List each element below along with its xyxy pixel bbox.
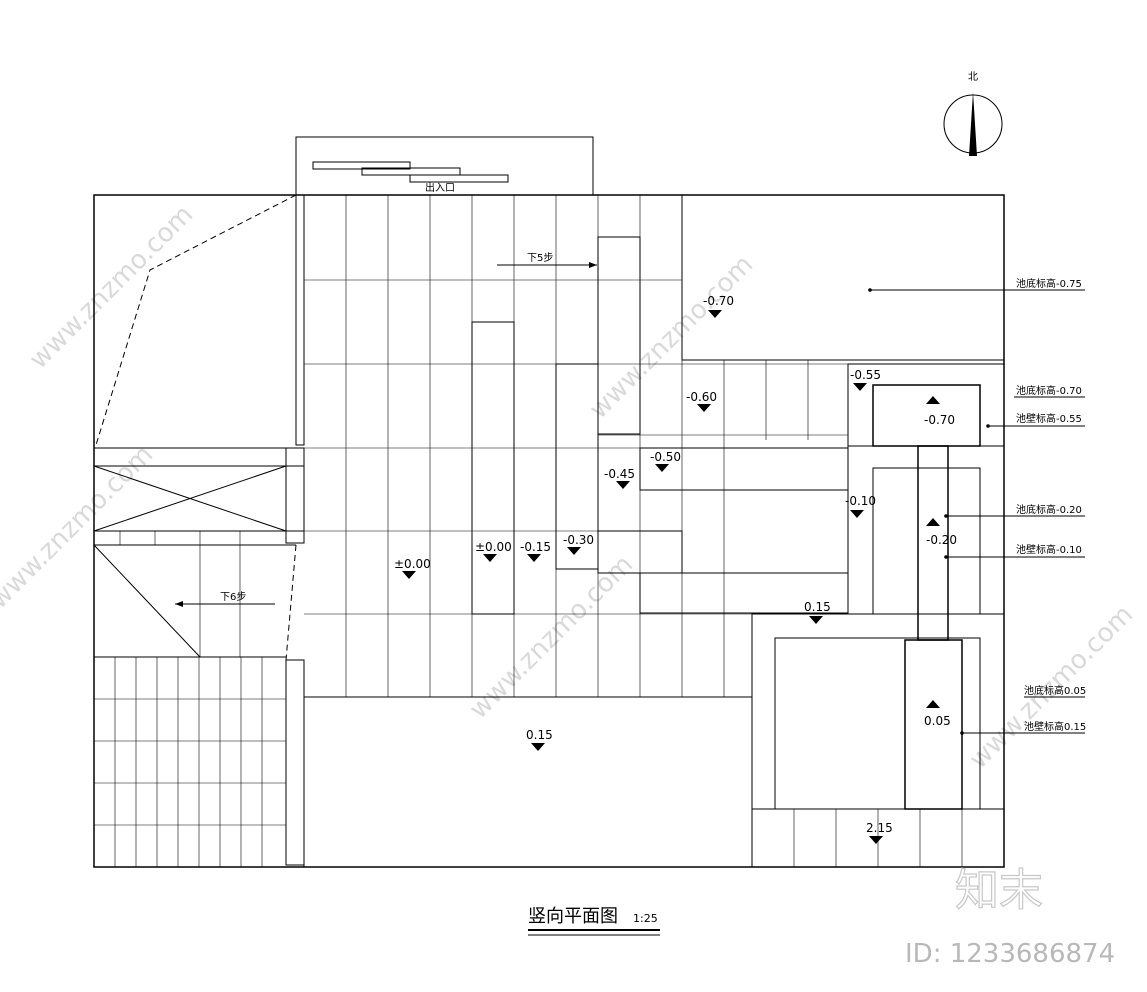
elevation-value: -0.70 [703,294,734,308]
north-arrow: 北 [943,71,1003,156]
wood-strips [471,236,849,615]
elevation-value: -0.70 [924,413,955,427]
annotation-label: 池底标高-0.75 [1016,277,1082,290]
annotation-label: 池壁标高-0.10 [1016,543,1082,556]
title-text: 竖向平面图 [528,906,618,927]
pebble-pool-top [681,194,1005,361]
elevation-value: ±0.00 [394,557,431,571]
elevation-marker: -0.45 [604,467,635,489]
elevation-value: -0.45 [604,467,635,481]
elevation-marker: 0.15 [526,728,553,751]
elevation-marker: -0.50 [650,450,681,472]
elevation-marker: -0.20 [926,518,957,547]
watermark-text: www.znzmo.com [464,550,639,725]
left-block: 下6步 [93,194,305,867]
elevation-marker: 2.15 [866,821,893,844]
annotation-label: 池壁标高-0.55 [1016,412,1082,425]
annotation-leaders: 池底标高-0.75 池底标高-0.70 池壁标高-0.55 池底标高-0.20 … [868,277,1086,735]
elevation-value: ±0.00 [475,540,512,554]
elevation-marker: -0.55 [850,368,881,391]
annotation-label: 池底标高0.05 [1024,684,1086,697]
step-label-left: 下6步 [220,591,246,603]
elevation-value: -0.50 [650,450,681,464]
elevation-marker: -0.60 [686,390,717,412]
elevation-marker: -0.70 [703,294,734,318]
drawing-title: 竖向平面图 1:25 [528,906,660,936]
elevation-marker: 0.15 [804,600,831,624]
elevation-value: -0.55 [850,368,881,382]
annotation-label: 池壁标高0.15 [1024,720,1086,733]
elevation-value: -0.30 [563,533,594,547]
elevation-marker: -0.15 [520,540,551,562]
watermark-text: www.znzmo.com [584,250,759,425]
elevation-value: -0.20 [926,533,957,547]
brand-logo: 知末 [955,865,1043,916]
elevation-marker: -0.70 [924,396,955,427]
elevation-marker: 0.05 [924,700,951,728]
elevation-value: 0.15 [804,600,831,614]
annotation-label: 池底标高-0.20 [1016,503,1082,516]
watermark-text: www.znzmo.com [24,200,199,375]
entrance-area: 出入口 [295,136,594,196]
elevation-value: -0.60 [686,390,717,404]
elevation-marker: ±0.00 [394,557,431,579]
elevation-marker: -0.10 [845,494,876,518]
entrance-label: 出入口 [425,181,455,194]
elevation-value: 0.05 [924,714,951,728]
annotation-label: 池底标高-0.70 [1016,384,1082,397]
elevation-value: 2.15 [866,821,893,835]
elevation-value: 0.15 [526,728,553,742]
elevation-marker: ±0.00 [475,540,512,562]
elevation-marker: -0.30 [563,533,594,555]
step-label-top: 下5步 [527,252,553,264]
watermark-layer: www.znzmo.com www.znzmo.com www.znzmo.co… [0,200,1139,775]
elevation-markers: ±0.00 ±0.00 -0.15 -0.30 -0.45 -0.50 -0.6… [394,294,957,844]
deck-area [303,696,753,868]
elevation-value: -0.10 [845,494,876,508]
elevation-value: -0.15 [520,540,551,554]
scale-text: 1:25 [633,912,658,925]
water-features [751,363,1005,868]
id-label: ID: 1233686874 [905,939,1115,969]
north-label: 北 [968,71,978,83]
